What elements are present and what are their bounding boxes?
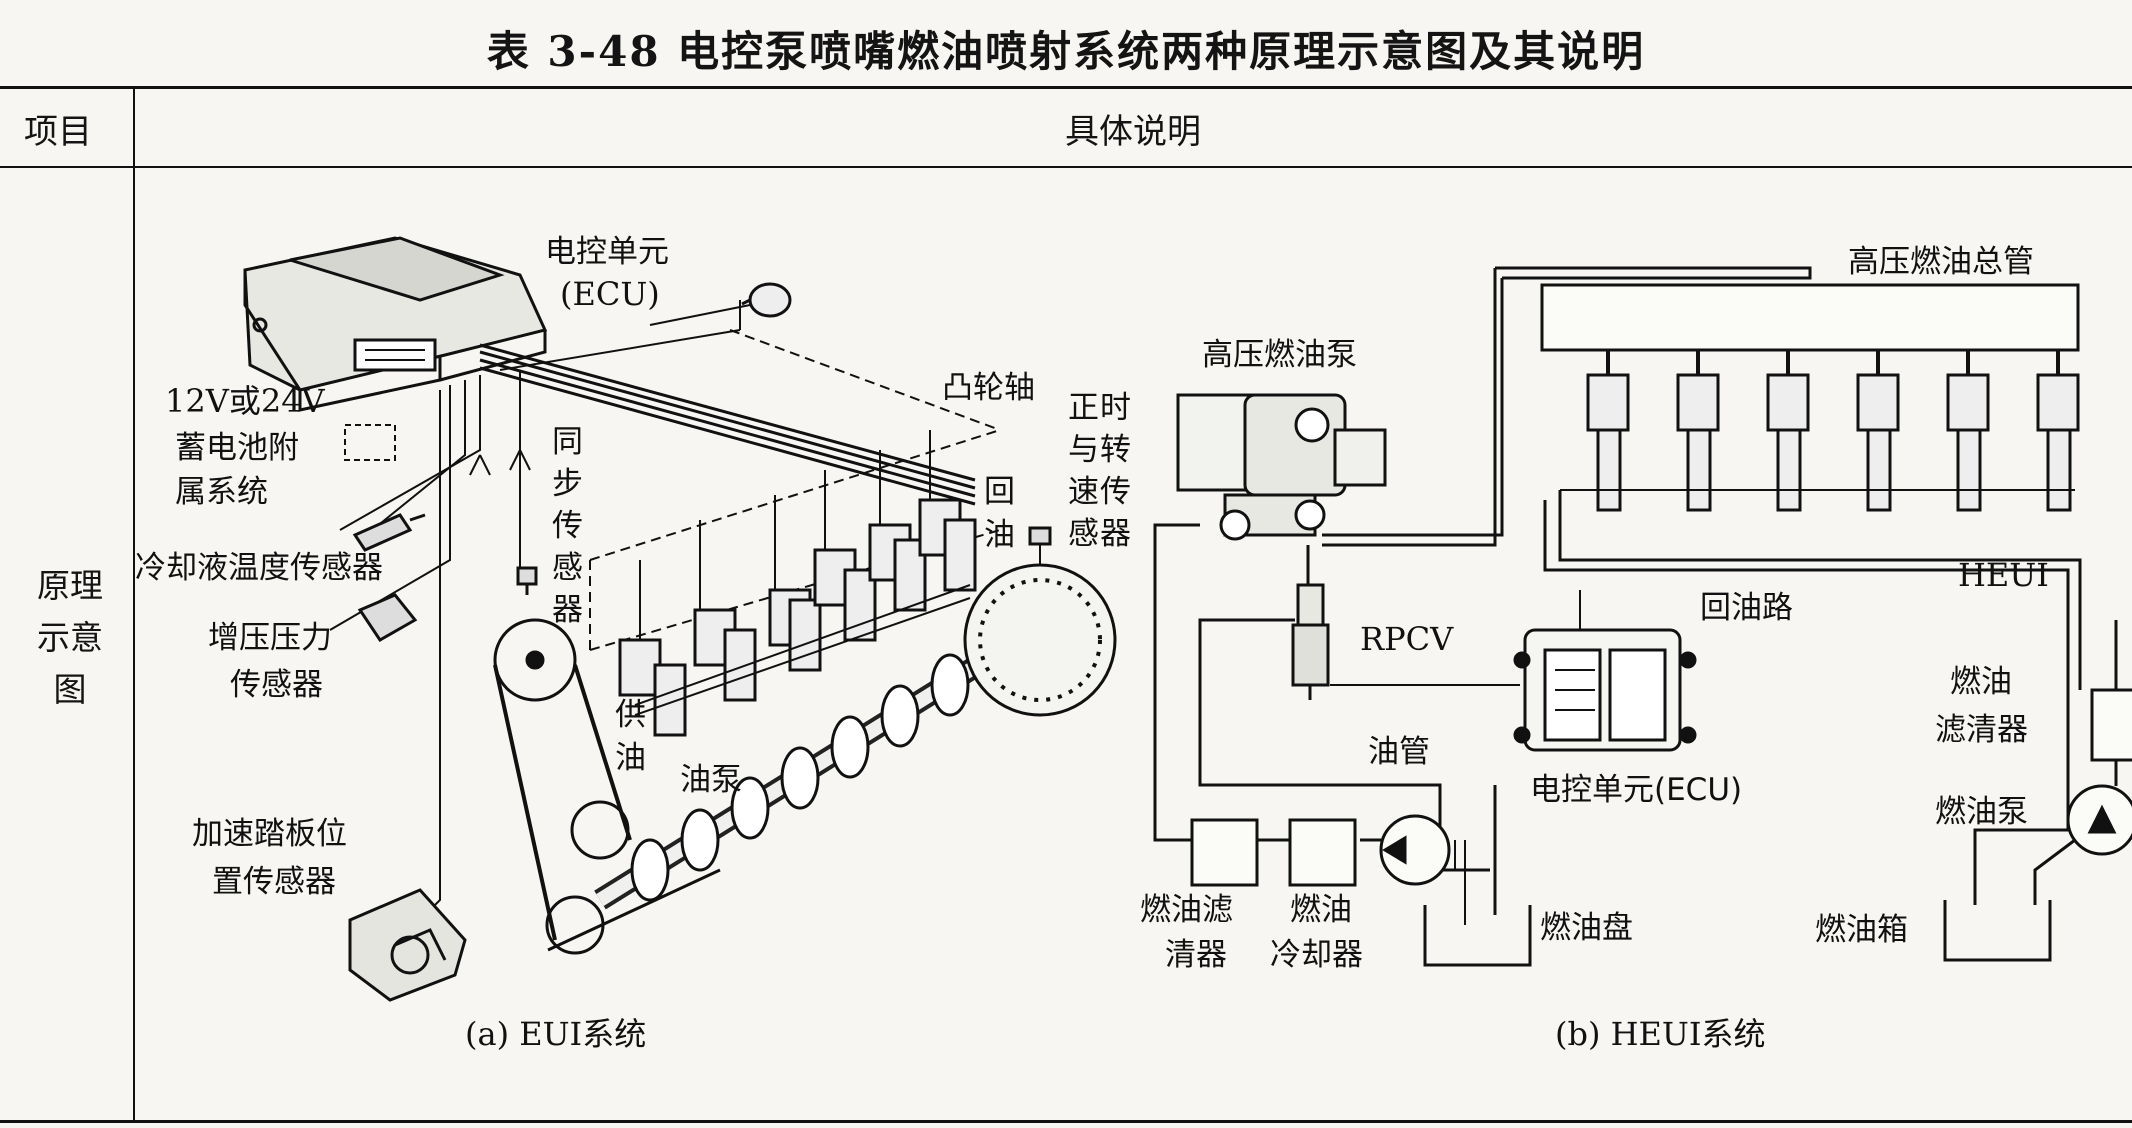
rpcv-label: RPCV bbox=[1360, 620, 1454, 658]
camshaft bbox=[594, 635, 1016, 910]
eui-caption: (a) EUI系统 bbox=[465, 1015, 646, 1053]
timing-speed-label: 感 bbox=[1068, 516, 1099, 552]
table-column-divider bbox=[133, 88, 135, 1121]
eui-harness bbox=[479, 343, 976, 482]
sync-sensor-label: 步 bbox=[552, 466, 583, 502]
header-detail: 具体说明 bbox=[1065, 112, 1201, 152]
eui-ecu-abbr: (ECU) bbox=[560, 275, 660, 313]
heui-caption: (b) HEUI系统 bbox=[1555, 1015, 1766, 1053]
hp-fuel-pump bbox=[1176, 393, 1387, 541]
eui-ecu-unit bbox=[243, 236, 548, 412]
hp-rail-label: 高压燃油总管 bbox=[1848, 244, 2034, 280]
return-oil-label: 回 bbox=[984, 474, 1015, 510]
oil-pan bbox=[1423, 905, 1532, 967]
row-label-line: 示意 bbox=[37, 618, 103, 657]
table-header-rule bbox=[0, 166, 2132, 168]
sync-sensor-label: 器 bbox=[552, 592, 583, 628]
fuel-cooler-label-1: 燃油 bbox=[1290, 892, 1352, 928]
timing-speed-label: 速 bbox=[1068, 474, 1099, 510]
eui-ecu-label: 电控单元 bbox=[545, 234, 669, 270]
fuel-filter-left-label-1: 燃油滤 bbox=[1140, 892, 1233, 928]
heui-ecu-label: 电控单元(ECU) bbox=[1530, 772, 1742, 808]
battery-label-3: 属系统 bbox=[175, 474, 268, 510]
timing-speed-label: 转 bbox=[1100, 432, 1131, 468]
hp-pump-label: 高压燃油泵 bbox=[1202, 337, 1357, 373]
table-bottom-rule bbox=[0, 1120, 2132, 1123]
timing-speed-label: 正 bbox=[1068, 390, 1099, 426]
timing-speed-label: 器 bbox=[1100, 516, 1131, 552]
heui-label: HEUI bbox=[1958, 556, 2049, 594]
header-item: 项目 bbox=[24, 112, 92, 152]
heui-ecu-unit bbox=[1513, 628, 1697, 752]
table-title: 表 3-48 电控泵喷嘴燃油喷射系统两种原理示意图及其说明 bbox=[486, 27, 1646, 76]
eui-labels: 电控单元 (ECU) 12V或24V 蓄电池附 属系统 冷却液温度传感器 增压压… bbox=[135, 234, 1131, 1053]
rpcv-valve bbox=[1291, 545, 1330, 700]
camshaft-label: 凸轮轴 bbox=[942, 370, 1035, 406]
heui-labels: 高压燃油总管 高压燃油泵 RPCV HEUI 回油路 油管 电控单元(ECU) … bbox=[1140, 244, 2049, 1053]
hp-fuel-rail bbox=[1540, 283, 2080, 352]
boost-sensor-label-2: 传感器 bbox=[230, 667, 323, 703]
fuel-tank bbox=[1943, 900, 2052, 962]
timing-speed-label: 时 bbox=[1100, 390, 1131, 426]
fuel-cooler bbox=[1288, 818, 1357, 887]
row-label: 原理 示意 图 bbox=[20, 560, 120, 716]
timing-speed-label: 与 bbox=[1068, 432, 1099, 468]
sync-sensor-label: 传 bbox=[552, 508, 583, 544]
table-top-rule bbox=[0, 86, 2132, 89]
pedal-sensor-label-1: 加速踏板位 bbox=[192, 816, 347, 852]
sync-sensor-label: 感 bbox=[552, 550, 583, 586]
oil-pan-label: 燃油盘 bbox=[1540, 910, 1633, 946]
fuel-filter-left bbox=[1190, 818, 1259, 887]
eui-diagram bbox=[243, 236, 1117, 1002]
fuel-cooler-label-2: 冷却器 bbox=[1270, 937, 1363, 973]
oil-pump-label: 油泵 bbox=[680, 762, 742, 798]
row-label-line: 图 bbox=[53, 670, 87, 709]
battery-label-1: 12V或24V bbox=[165, 382, 326, 420]
boost-sensor-label-1: 增压压力 bbox=[208, 620, 332, 656]
fuel-filter-left-label-2: 清器 bbox=[1165, 937, 1227, 973]
supply-oil-label: 油 bbox=[615, 740, 646, 776]
timing-speed-label: 传 bbox=[1100, 474, 1131, 510]
coolant-sensor-label: 冷却液温度传感器 bbox=[135, 550, 383, 586]
timing-wheel bbox=[963, 526, 1117, 717]
oil-pipe-label: 油管 bbox=[1368, 734, 1430, 770]
fuel-filter-right bbox=[2090, 688, 2132, 762]
return-oil-label: 油 bbox=[984, 517, 1015, 553]
fuel-tank-label: 燃油箱 bbox=[1815, 912, 1908, 948]
timing-belt bbox=[493, 618, 721, 955]
boost-sensor-icon bbox=[357, 593, 418, 642]
pedal-sensor-icon bbox=[348, 888, 467, 1002]
sync-sensor bbox=[516, 566, 538, 595]
fuel-pump-label: 燃油泵 bbox=[1935, 794, 2028, 830]
row-label-line: 原理 bbox=[37, 566, 103, 605]
heui-diagram bbox=[1153, 266, 2132, 967]
return-line-label: 回油路 bbox=[1700, 590, 1793, 626]
sync-sensor-label: 同 bbox=[552, 424, 583, 460]
lp-pump-icon bbox=[1379, 814, 1451, 886]
battery-label-2: 蓄电池附 bbox=[175, 430, 299, 466]
battery-box bbox=[344, 424, 396, 461]
eui-injectors bbox=[618, 498, 977, 737]
eui-top-sensor bbox=[649, 282, 792, 326]
supply-oil-label: 供 bbox=[615, 697, 646, 733]
fuel-filter-right-label-2: 滤清器 bbox=[1935, 712, 2028, 748]
coolant-sensor-icon bbox=[352, 513, 426, 552]
fuel-filter-right-label-1: 燃油 bbox=[1950, 664, 2012, 700]
pedal-sensor-label-2: 置传感器 bbox=[212, 864, 336, 900]
